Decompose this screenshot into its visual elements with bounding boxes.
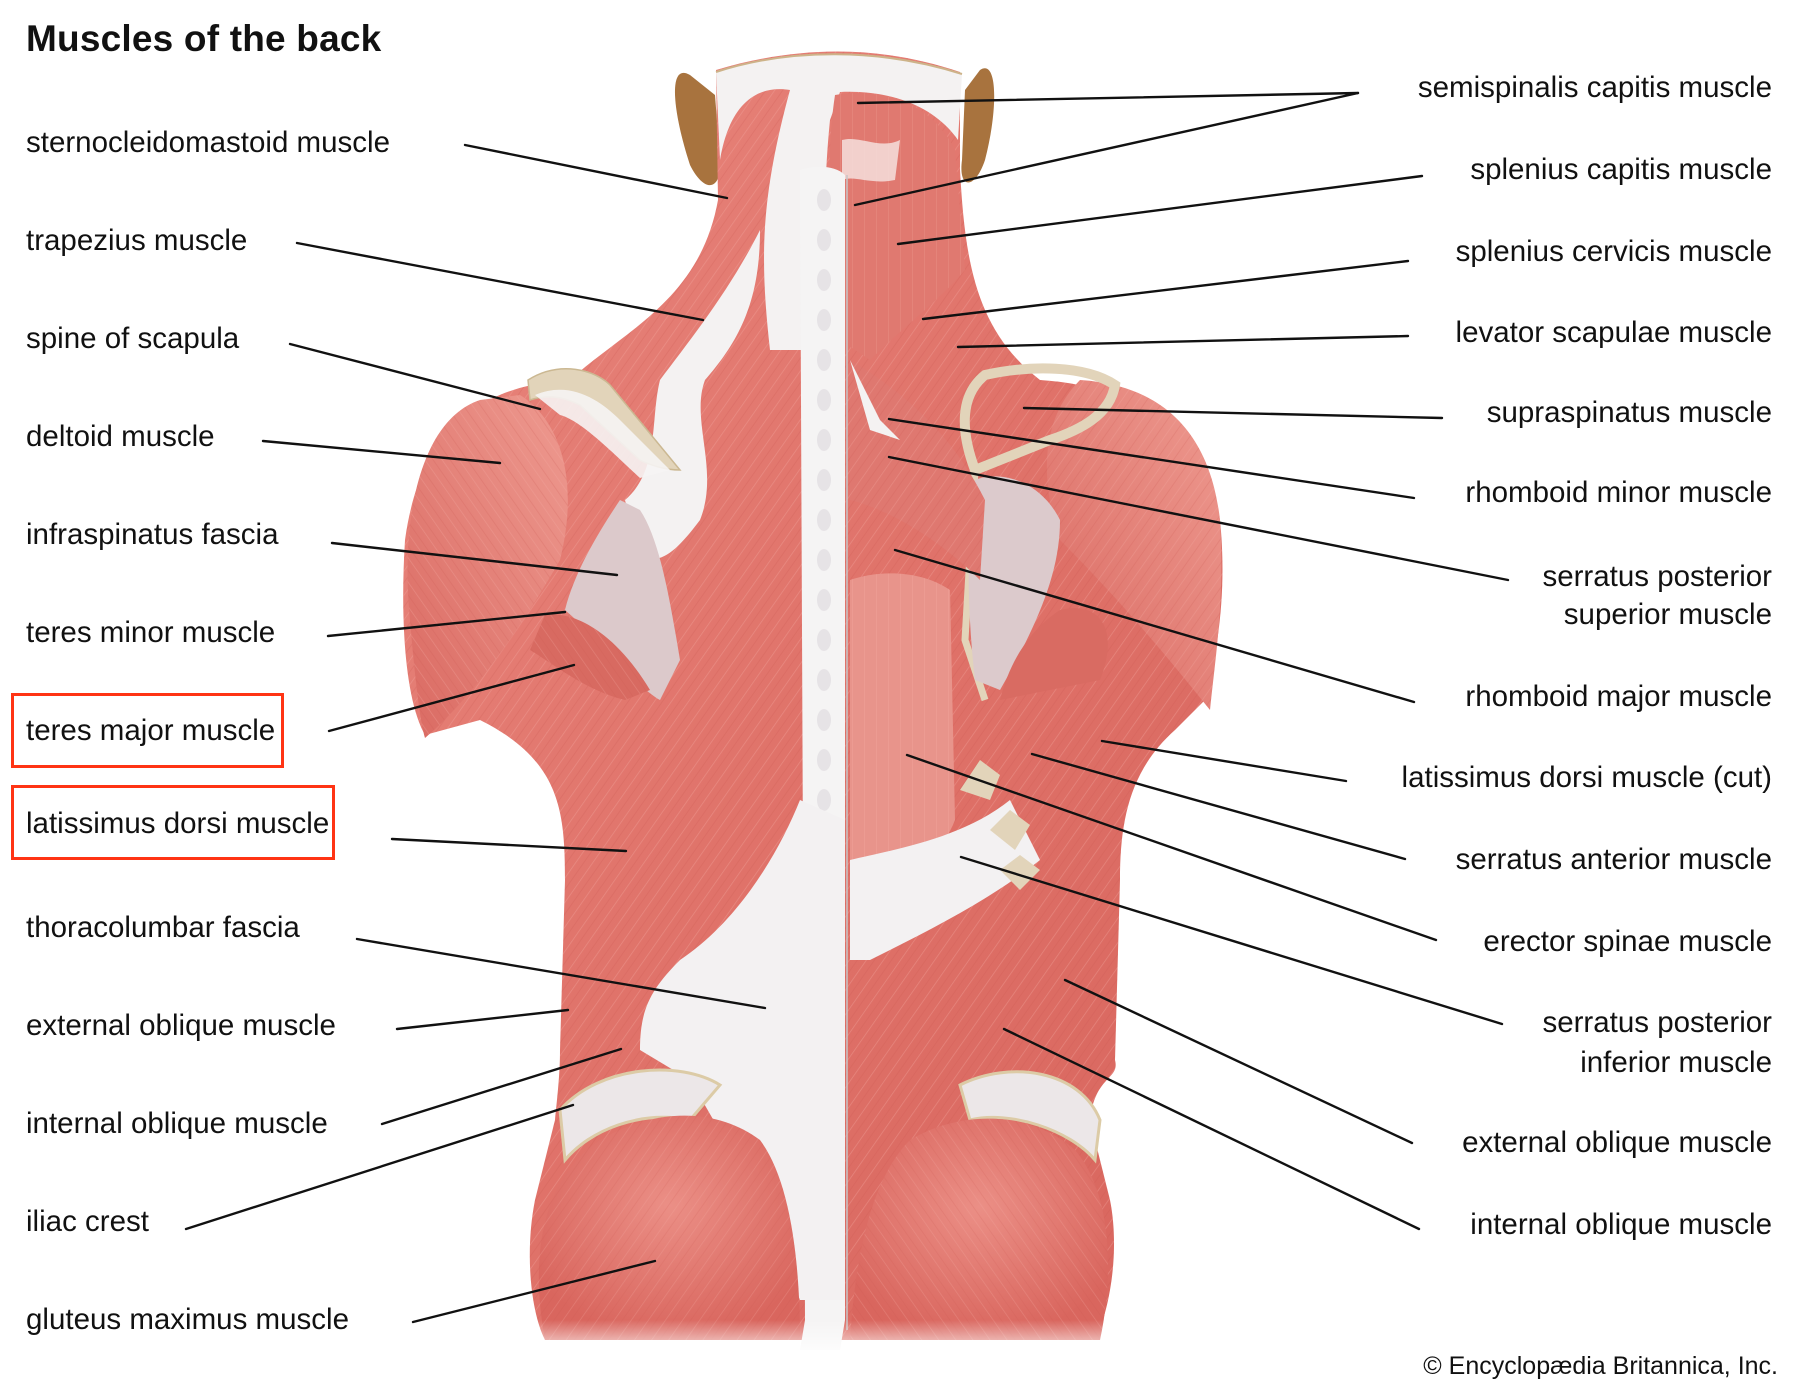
label-latissimus-dorsi: latissimus dorsi muscle: [26, 807, 330, 840]
leader-gluteus-maximus: [411, 1259, 657, 1324]
leader-latissimus-dorsi: [390, 837, 628, 853]
highlight-box-latissimus-dorsi: [11, 785, 335, 860]
label-rhomboid-major: rhomboid major muscle: [1465, 680, 1772, 713]
right-iliac-crest: [958, 1070, 1102, 1164]
right-serratus-post-inferior-fascia: [850, 800, 1040, 960]
label-deltoid: deltoid muscle: [26, 420, 215, 453]
leader-latissimus-cut: [1100, 739, 1348, 783]
label-infraspinatus-fascia: infraspinatus fascia: [26, 518, 279, 551]
leader-internal-oblique-right: [1002, 1027, 1421, 1231]
label-supraspinatus: supraspinatus muscle: [1486, 396, 1772, 429]
label-teres-major: teres major muscle: [26, 714, 276, 747]
copyright-notice: © Encyclopædia Britannica, Inc.: [1423, 1352, 1778, 1380]
leader-teres-major: [327, 663, 576, 733]
label-splenius-cervicis: splenius cervicis muscle: [1455, 235, 1772, 268]
label-rhomboid-minor: rhomboid minor muscle: [1465, 476, 1772, 509]
leader-infraspinatus-fascia: [330, 541, 619, 577]
right-ear: [961, 68, 995, 183]
label-external-oblique-left: external oblique muscle: [26, 1009, 336, 1042]
thoracolumbar-fascia: [640, 800, 845, 1300]
right-infraspinatus-fascia: [968, 476, 1060, 690]
leader-serratus-anterior: [1030, 752, 1407, 861]
leader-external-oblique-right: [1063, 978, 1414, 1145]
leader-semispinalis-b: [853, 91, 1360, 207]
label-teres-minor: teres minor muscle: [26, 616, 276, 649]
right-scapula-spine: [959, 363, 1121, 477]
label-serratus-posterior-inferior-line2: inferior muscle: [1580, 1046, 1772, 1079]
label-spine-of-scapula: spine of scapula: [26, 322, 240, 355]
label-internal-oblique-right: internal oblique muscle: [1470, 1208, 1772, 1241]
leader-iliac-crest: [184, 1103, 575, 1231]
leader-supraspinatus: [1022, 406, 1444, 420]
leader-splenius-cervicis: [921, 259, 1410, 321]
leader-serratus-posterior-inferior: [959, 855, 1504, 1026]
label-erector-spinae: erector spinae muscle: [1483, 925, 1772, 958]
leader-sternocleidomastoid: [463, 143, 729, 200]
label-sternocleidomastoid: sternocleidomastoid muscle: [26, 126, 390, 159]
leader-internal-oblique-left: [380, 1047, 623, 1126]
label-iliac-crest: iliac crest: [26, 1205, 149, 1238]
leader-serratus-posterior-superior: [887, 455, 1510, 582]
left-ear: [674, 72, 721, 186]
leader-semispinalis-a: [856, 91, 1360, 105]
label-trapezius: trapezius muscle: [26, 224, 248, 257]
left-iliac-crest: [558, 1068, 723, 1164]
leader-rhomboid-minor: [887, 417, 1416, 500]
label-splenius-capitis: splenius capitis muscle: [1470, 153, 1772, 186]
label-semispinalis-capitis: semispinalis capitis muscle: [1417, 71, 1772, 104]
label-serratus-anterior: serratus anterior muscle: [1455, 843, 1772, 876]
label-serratus-posterior-superior-line2: superior muscle: [1563, 598, 1772, 631]
occipital-fascia: [716, 54, 962, 351]
diagram-title: Muscles of the back: [26, 18, 382, 59]
leader-splenius-capitis: [896, 174, 1424, 246]
label-serratus-posterior-inferior-line1: serratus posterior: [1542, 1006, 1772, 1039]
label-thoracolumbar-fascia: thoracolumbar fascia: [26, 911, 300, 944]
leader-deltoid: [261, 439, 502, 465]
leader-erector-spinae: [905, 753, 1438, 942]
leader-external-oblique-left: [395, 1008, 570, 1031]
label-levator-scapulae: levator scapulae muscle: [1455, 316, 1772, 349]
highlight-box-teres-major: [11, 693, 284, 768]
label-external-oblique-right: external oblique muscle: [1462, 1126, 1772, 1159]
leader-levator-scapulae: [956, 334, 1410, 349]
leader-teres-minor: [326, 610, 567, 638]
leader-thoracolumbar-fascia: [355, 937, 767, 1010]
left-infraspinatus-fascia: [565, 500, 680, 700]
label-gluteus-maximus: gluteus maximus muscle: [26, 1303, 349, 1336]
label-serratus-posterior-superior-line1: serratus posterior: [1542, 560, 1772, 593]
label-latissimus-dorsi-cut: latissimus dorsi muscle (cut): [1401, 761, 1772, 794]
leader-spine-of-scapula: [288, 342, 542, 411]
label-internal-oblique-left: internal oblique muscle: [26, 1107, 328, 1140]
leader-rhomboid-major: [893, 548, 1416, 704]
leader-trapezius: [295, 241, 705, 322]
